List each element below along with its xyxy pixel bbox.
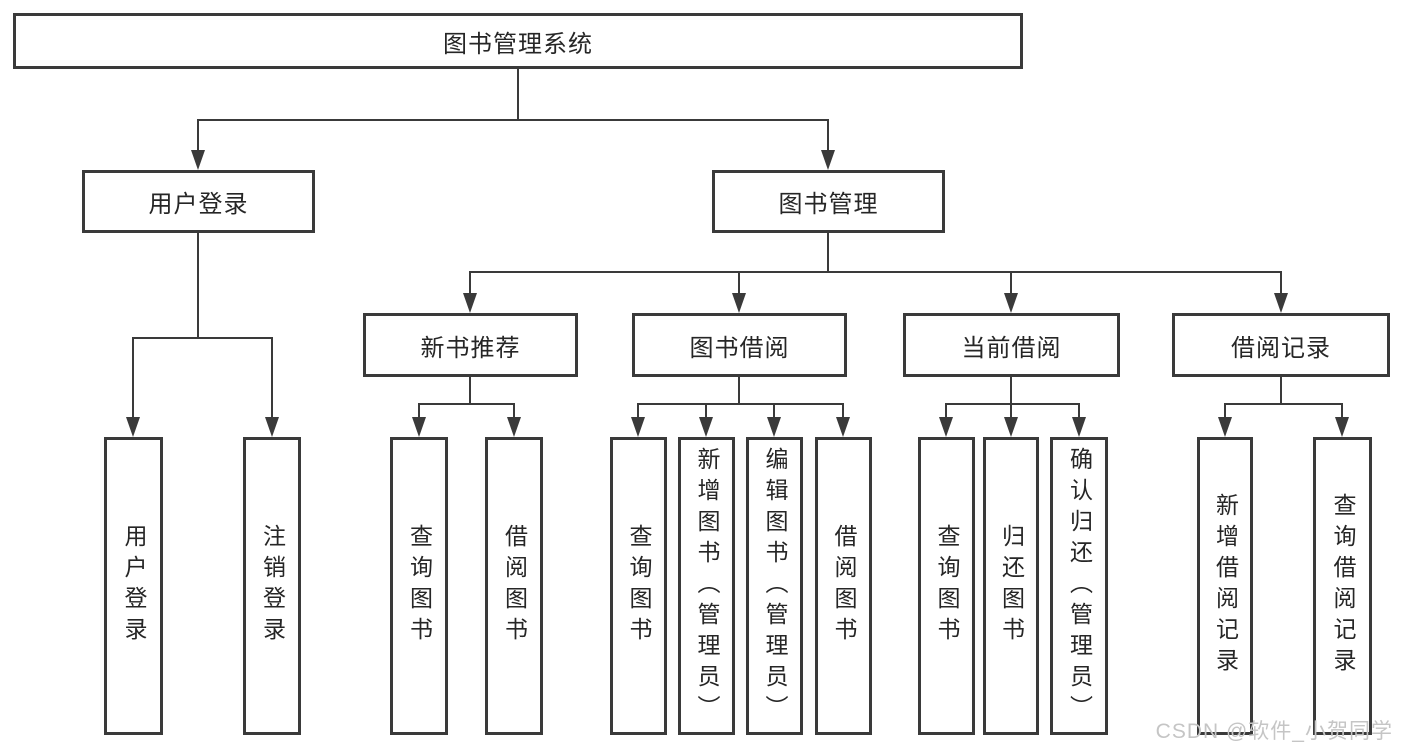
leaf-borrow-books-1: 借阅图书 [485,437,543,735]
node-book-management: 图书管理 [712,170,945,233]
leaf-borrow-books-2: 借阅图书 [815,437,872,735]
leaf-user-login: 用户登录 [104,437,163,735]
leaf-add-books-admin: 新增图书（管理员） [678,437,735,735]
leaf-add-borrow-record: 新增借阅记录 [1197,437,1253,735]
arrow-to-borrowing-records [1274,273,1288,313]
node-book-borrowing: 图书借阅 [632,313,847,377]
connector-borrowing-records-stem [1280,377,1282,405]
arrow-to-borrow-books-1 [507,403,521,437]
connector-book-borrowing-stem [738,377,740,405]
arrow-to-user-login-leaf [126,337,140,437]
arrow-to-user-login [191,119,205,170]
arrow-to-add-books [699,403,713,437]
connector-new-books-stem [469,377,471,405]
connector-current-borrowing-stem [1010,377,1012,405]
node-current-borrowing: 当前借阅 [903,313,1120,377]
arrow-to-current-borrowing [1004,273,1018,313]
node-borrowing-records: 借阅记录 [1172,313,1390,377]
connector-book-management-crossbar [469,271,1282,273]
connector-root-crossbar [197,119,829,121]
arrow-to-new-books [463,273,477,313]
arrow-to-query-books-3 [939,403,953,437]
connector-user-login-stem [197,233,199,339]
arrow-to-logout-leaf [265,337,279,437]
arrow-to-book-borrowing [732,273,746,313]
arrow-to-borrow-books-2 [836,403,850,437]
connector-borrowing-records-crossbar [1224,403,1342,405]
leaf-return-books: 归还图书 [983,437,1039,735]
connector-new-books-crossbar [418,403,515,405]
leaf-edit-books-admin: 编辑图书（管理员） [746,437,803,735]
leaf-logout: 注销登录 [243,437,301,735]
leaf-query-books-1: 查询图书 [390,437,448,735]
leaf-query-borrow-record: 查询借阅记录 [1313,437,1372,735]
csdn-watermark: CSDN @软件_小贺同学 [1155,720,1393,743]
arrow-to-return-books [1004,403,1018,437]
connector-book-borrowing-crossbar [637,403,843,405]
arrow-to-book-management [821,119,835,170]
arrow-to-query-borrow-record [1335,403,1349,437]
node-new-book-recommendation: 新书推荐 [363,313,578,377]
connector-user-login-crossbar [133,337,273,339]
arrow-to-edit-books [767,403,781,437]
connector-root-stem [517,69,519,120]
arrow-to-confirm-return [1072,403,1086,437]
arrow-to-query-books-1 [412,403,426,437]
leaf-query-books-2: 查询图书 [610,437,667,735]
leaf-query-books-3: 查询图书 [918,437,975,735]
node-library-management-system: 图书管理系统 [13,13,1023,69]
connector-book-management-stem [827,233,829,273]
connector-current-borrowing-crossbar [945,403,1080,405]
arrow-to-query-books-2 [631,403,645,437]
leaf-confirm-return-admin: 确认归还（管理员） [1050,437,1108,735]
node-user-login: 用户登录 [82,170,315,233]
arrow-to-add-borrow-record [1218,403,1232,437]
